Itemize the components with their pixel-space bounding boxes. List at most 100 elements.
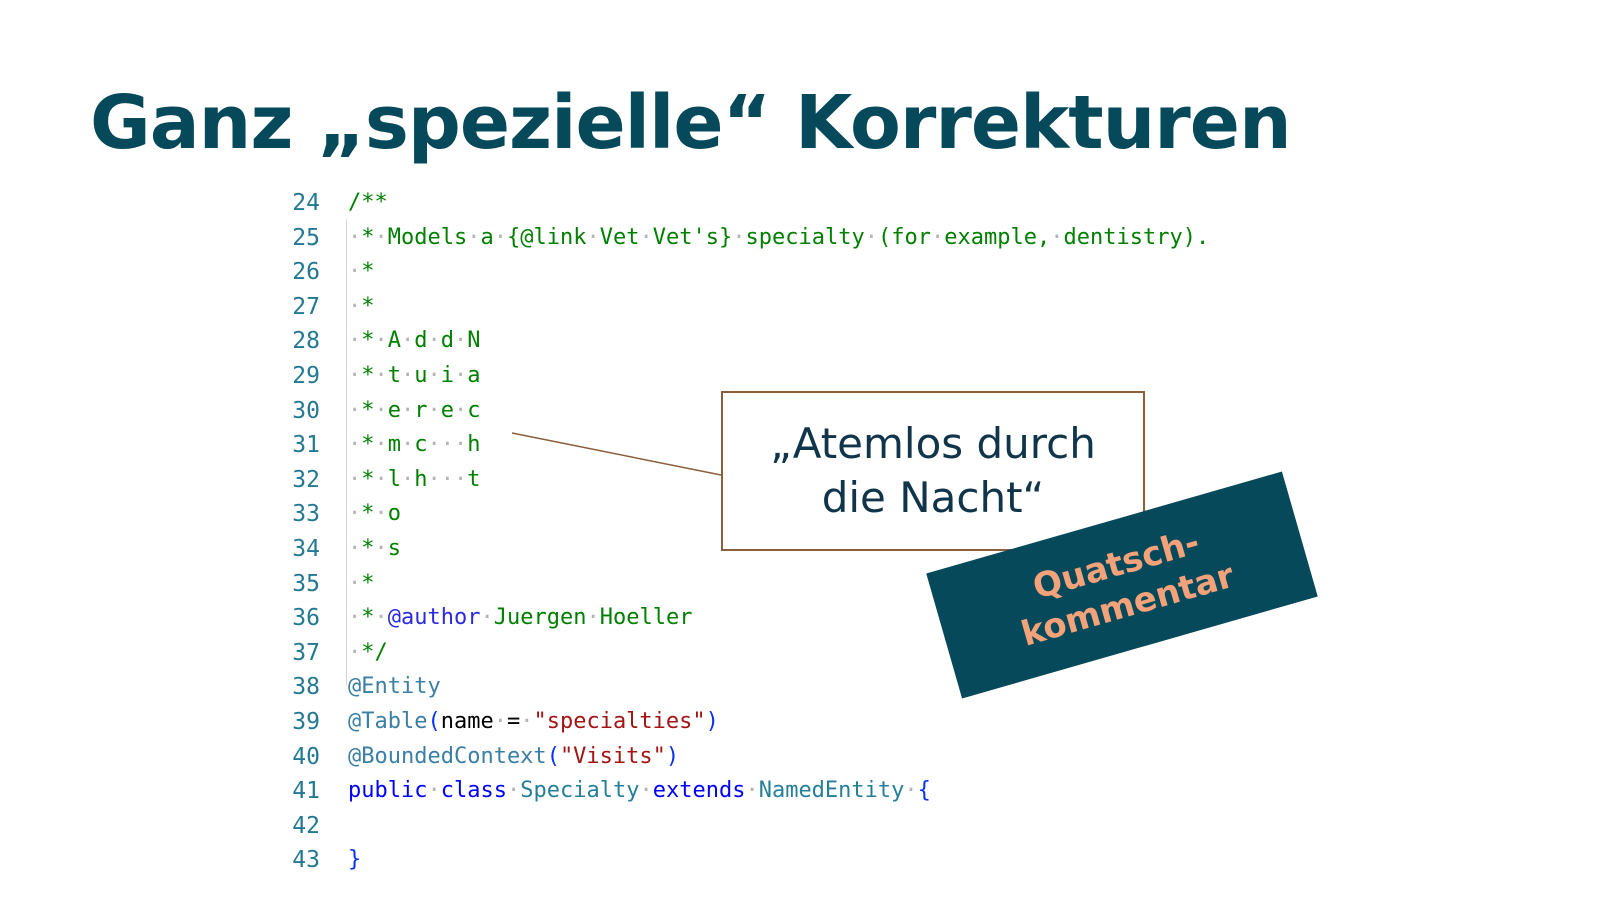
whitespace-marker: · bbox=[454, 432, 468, 458]
comment-text: ·*·e·r·e·c bbox=[348, 397, 481, 423]
comment-text: ·*·s bbox=[348, 535, 401, 561]
paren: ( bbox=[546, 743, 560, 769]
line-number: 25 bbox=[292, 224, 320, 251]
whitespace-marker: · bbox=[931, 224, 945, 250]
whitespace-marker: · bbox=[401, 397, 415, 423]
whitespace-marker: · bbox=[427, 362, 441, 388]
whitespace-marker: · bbox=[348, 535, 362, 561]
whitespace-marker: · bbox=[401, 328, 415, 354]
line-number: 38 bbox=[292, 674, 320, 701]
whitespace-marker: · bbox=[454, 362, 468, 388]
whitespace-marker: · bbox=[454, 328, 468, 354]
whitespace-marker: · bbox=[427, 778, 441, 804]
line-number: 33 bbox=[292, 501, 320, 528]
keyword: ·extends· bbox=[639, 778, 759, 804]
javadoc-tag: @author bbox=[387, 605, 481, 631]
whitespace-marker: · bbox=[374, 605, 388, 631]
line-number: 30 bbox=[292, 397, 320, 424]
line-number: 31 bbox=[292, 432, 320, 459]
string-literal: "Visits" bbox=[559, 743, 666, 769]
comment-text: ·*·Models·a·{@link·Vet·Vet's}·specialty·… bbox=[348, 224, 1210, 250]
comment-text: ·Juergen·Hoeller bbox=[480, 605, 693, 631]
whitespace-marker: · bbox=[401, 466, 415, 492]
whitespace-marker: · bbox=[493, 708, 507, 734]
whitespace-marker: · bbox=[586, 605, 600, 631]
whitespace-marker: · bbox=[427, 432, 441, 458]
whitespace-marker: · bbox=[348, 224, 362, 250]
whitespace-marker: · bbox=[348, 605, 362, 631]
whitespace-marker: · bbox=[639, 778, 653, 804]
whitespace-marker: · bbox=[348, 397, 362, 423]
callout-pointer-line bbox=[511, 432, 722, 476]
line-number: 26 bbox=[292, 259, 320, 286]
line-number: 39 bbox=[292, 708, 320, 735]
indent-guide bbox=[346, 219, 347, 685]
callout-text: „Atemlos durch die Nacht“ bbox=[770, 419, 1096, 522]
paren: ) bbox=[665, 743, 680, 769]
whitespace-marker: · bbox=[348, 328, 362, 354]
whitespace-marker: · bbox=[401, 362, 415, 388]
comment-text: ·*·m·c···h bbox=[348, 432, 481, 458]
whitespace-marker: · bbox=[348, 466, 362, 492]
whitespace-marker: · bbox=[374, 362, 388, 388]
comment-text: ·*·o bbox=[348, 501, 401, 527]
line-number: 34 bbox=[292, 535, 320, 562]
paren: ( bbox=[427, 708, 441, 734]
comment-text: ·* bbox=[348, 293, 375, 319]
comment-text: ·*·A·d·d·N bbox=[348, 328, 481, 354]
whitespace-marker: · bbox=[374, 224, 388, 250]
whitespace-marker: · bbox=[586, 224, 600, 250]
whitespace-marker: · bbox=[493, 224, 507, 250]
comment-text: ·*·t·u·i·a bbox=[348, 362, 481, 388]
whitespace-marker: · bbox=[454, 397, 468, 423]
whitespace-marker: · bbox=[348, 293, 362, 319]
line-number: 37 bbox=[292, 639, 320, 666]
whitespace-marker: · bbox=[348, 639, 362, 665]
comment-text: ·*·l·h···t bbox=[348, 466, 481, 492]
param-name: name bbox=[440, 708, 494, 734]
whitespace-marker: · bbox=[348, 570, 362, 596]
line-number: 36 bbox=[292, 605, 320, 632]
whitespace-marker: · bbox=[374, 535, 388, 561]
comment-text: /** bbox=[348, 190, 388, 215]
whitespace-marker: · bbox=[864, 224, 878, 250]
line-number: 40 bbox=[292, 743, 320, 770]
keyword: public bbox=[348, 778, 428, 804]
whitespace-marker: · bbox=[348, 432, 362, 458]
line-number: 24 bbox=[292, 190, 320, 216]
whitespace-marker: · bbox=[374, 466, 388, 492]
whitespace-marker: · bbox=[374, 501, 388, 527]
brace: ·{ bbox=[904, 778, 931, 804]
line-number: 29 bbox=[292, 362, 320, 389]
annotation: @Table bbox=[348, 708, 428, 734]
whitespace-marker: · bbox=[427, 397, 441, 423]
operator: ·=· bbox=[493, 708, 534, 734]
whitespace-marker: · bbox=[1050, 224, 1064, 250]
whitespace-marker: · bbox=[374, 328, 388, 354]
line-number: 35 bbox=[292, 570, 320, 597]
whitespace-marker: · bbox=[374, 397, 388, 423]
line-number: 42 bbox=[292, 812, 320, 839]
whitespace-marker: · bbox=[467, 224, 481, 250]
whitespace-marker: · bbox=[440, 432, 454, 458]
whitespace-marker: · bbox=[732, 224, 746, 250]
whitespace-marker: · bbox=[374, 432, 388, 458]
whitespace-marker: · bbox=[440, 466, 454, 492]
whitespace-marker: · bbox=[348, 362, 362, 388]
paren: ) bbox=[705, 708, 719, 734]
whitespace-marker: · bbox=[401, 432, 415, 458]
whitespace-marker: · bbox=[348, 259, 362, 285]
whitespace-marker: · bbox=[427, 328, 441, 354]
slide-title: Ganz „spezielle“ Korrekturen bbox=[90, 80, 1292, 166]
comment-text: ·*· bbox=[348, 605, 388, 631]
line-number: 32 bbox=[292, 466, 320, 493]
whitespace-marker: · bbox=[639, 224, 653, 250]
line-number: 43 bbox=[292, 847, 320, 874]
callout-box: „Atemlos durch die Nacht“ bbox=[721, 391, 1145, 551]
comment-text: ·*/ bbox=[348, 639, 388, 665]
whitespace-marker: · bbox=[427, 466, 441, 492]
whitespace-marker: · bbox=[506, 778, 521, 804]
whitespace-marker: · bbox=[480, 605, 494, 631]
brace: } bbox=[348, 847, 362, 873]
whitespace-marker: · bbox=[904, 778, 918, 804]
